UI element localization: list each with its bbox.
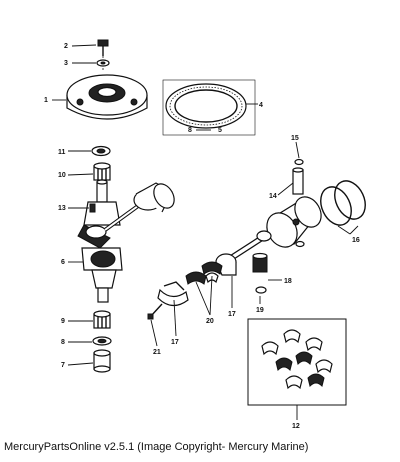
part-piston-rings[interactable]: [315, 176, 371, 230]
callout-17-rod: 17: [228, 311, 236, 318]
part-rod-washer[interactable]: [255, 286, 267, 294]
part-lower-bearing[interactable]: [93, 310, 111, 329]
leader-lines: [52, 44, 359, 420]
callout-18: 18: [284, 278, 292, 285]
part-piston-pin[interactable]: [292, 167, 304, 195]
callout-14: 14: [269, 193, 277, 200]
image-caption: MercuryPartsOnline v2.5.1 (Image Copyrig…: [4, 441, 309, 453]
part-washer[interactable]: [96, 59, 110, 67]
part-lower-seal[interactable]: [92, 336, 112, 346]
callout-8-ring-gear: 8: [188, 127, 192, 134]
callout-4: 4: [259, 102, 263, 109]
callout-5: 5: [218, 127, 222, 134]
part-flywheel-bolt[interactable]: [97, 39, 109, 56]
part-key[interactable]: [89, 203, 96, 213]
callout-2: 2: [64, 43, 68, 50]
callout-6: 6: [61, 259, 65, 266]
part-upper-seal[interactable]: [91, 145, 111, 157]
callout-7: 7: [61, 362, 65, 369]
callout-13: 13: [58, 205, 66, 212]
callout-11: 11: [58, 149, 66, 156]
part-bearing-kit[interactable]: [247, 318, 347, 406]
part-upper-bearing[interactable]: [93, 162, 111, 181]
callout-3: 3: [64, 60, 68, 67]
part-rod-needle-bearing[interactable]: [252, 252, 268, 273]
callout-17-cap: 17: [171, 339, 179, 346]
callout-21: 21: [153, 349, 161, 356]
callout-15: 15: [291, 135, 299, 142]
callout-20: 20: [206, 318, 214, 325]
part-piston-assembled[interactable]: [103, 180, 178, 232]
callout-10: 10: [58, 172, 66, 179]
part-rod-cap-screw[interactable]: [147, 303, 163, 320]
part-lower-sleeve[interactable]: [93, 349, 111, 373]
callout-19: 19: [256, 307, 264, 314]
callout-12: 12: [292, 423, 300, 430]
callout-9: 9: [61, 318, 65, 325]
part-flywheel[interactable]: [66, 74, 148, 120]
part-pin-lock[interactable]: [294, 158, 304, 166]
part-rod-bearing-cages[interactable]: [185, 261, 223, 285]
part-rod-cap[interactable]: [157, 281, 189, 307]
part-crankshaft[interactable]: [77, 179, 123, 303]
callout-16: 16: [352, 237, 360, 244]
part-ring-gear[interactable]: [162, 79, 256, 136]
part-piston[interactable]: [261, 192, 327, 252]
callout-1: 1: [44, 97, 48, 104]
callout-8: 8: [61, 339, 65, 346]
